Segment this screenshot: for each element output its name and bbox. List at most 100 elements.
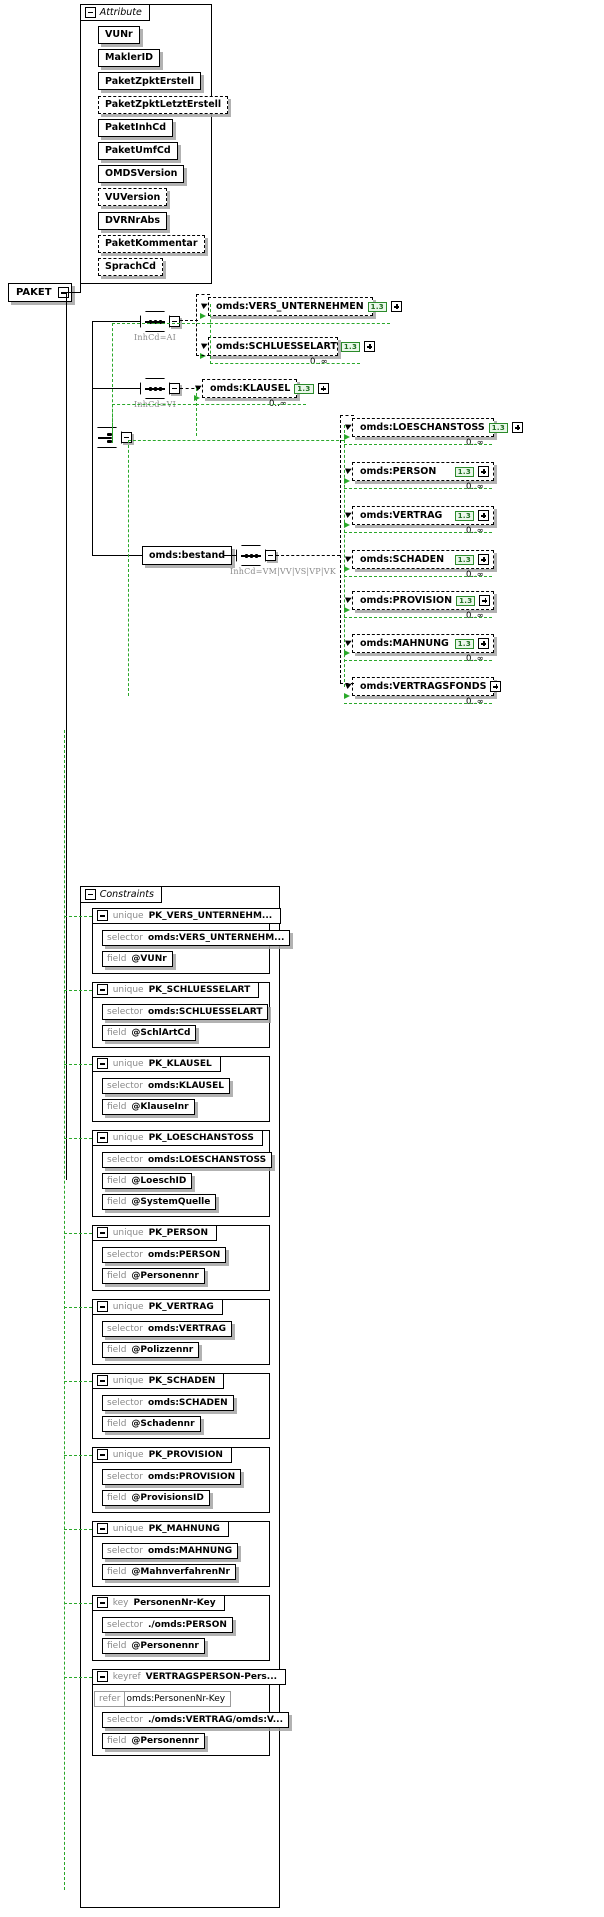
collapse-icon[interactable] — [121, 432, 132, 443]
field-value: @Personennr — [131, 1271, 199, 1281]
attribute-vunr[interactable]: VUNr — [98, 26, 140, 44]
attribute-omdsversion[interactable]: OMDSVersion — [98, 165, 185, 184]
attribute-vuversion[interactable]: VUVersion — [98, 188, 168, 207]
constraint-field-3-1[interactable]: field@SystemQuelle — [102, 1194, 217, 1210]
collapse-icon[interactable] — [96, 1301, 108, 1313]
constraint-selector-9[interactable]: selector./omds:PERSON — [102, 1617, 233, 1633]
constraint-field-3-0[interactable]: field@LoeschID — [102, 1173, 193, 1189]
constraint-connector-2 — [64, 1064, 92, 1065]
collapse-icon[interactable] — [96, 1375, 108, 1387]
attribute-sprachcd[interactable]: SprachCd — [98, 258, 163, 276]
collapse-icon[interactable] — [96, 1058, 108, 1070]
collapse-icon[interactable] — [96, 1132, 108, 1144]
expand-icon[interactable] — [478, 554, 489, 565]
collapse-icon[interactable] — [169, 383, 180, 394]
expand-icon[interactable] — [478, 466, 489, 477]
constraints-tab[interactable]: Constraints — [79, 885, 162, 903]
root-element-paket[interactable]: PAKET — [8, 283, 72, 302]
expand-icon[interactable] — [364, 341, 376, 352]
constraint-field-2-0[interactable]: field@KlauseInr — [102, 1099, 195, 1115]
collapse-icon[interactable] — [96, 984, 108, 996]
attribute-maklerid[interactable]: MaklerID — [98, 49, 160, 68]
collapse-icon[interactable] — [265, 550, 276, 561]
collapse-icon[interactable] — [96, 1227, 108, 1239]
expand-icon[interactable] — [390, 301, 402, 312]
collapse-icon[interactable] — [84, 888, 96, 900]
collapse-icon[interactable] — [96, 1523, 108, 1535]
constraint-field-9-0[interactable]: field@Personennr — [102, 1638, 205, 1654]
attribute-paketinhcd[interactable]: PaketInhCd — [98, 118, 173, 137]
connector-sequence-vi[interactable] — [140, 378, 180, 399]
attribute-paketzpktletzterstell[interactable]: PaketZpktLetztErstell — [98, 95, 229, 114]
expand-icon[interactable] — [512, 422, 523, 433]
constraint-field-4-0[interactable]: field@Personennr — [102, 1268, 205, 1284]
collapse-icon[interactable] — [84, 6, 96, 18]
selector-value: ./omds:PERSON — [147, 1620, 227, 1630]
element-omds-bestand[interactable]: omds:bestand — [142, 546, 233, 565]
element-omds-klausel-label: omds:KLAUSEL — [210, 383, 291, 394]
constraint-field-7-0[interactable]: field@ProvisionsID — [102, 1490, 210, 1506]
attribute-paketumfcd[interactable]: PaketUmfCd — [98, 142, 178, 160]
expand-icon[interactable] — [478, 638, 489, 649]
connector-sequence-bestand[interactable] — [236, 545, 276, 566]
constraint-field-10-0[interactable]: field@Personennr — [102, 1733, 205, 1749]
expand-icon[interactable] — [317, 383, 329, 394]
constraint-field-6-0[interactable]: field@Schadennr — [102, 1416, 201, 1432]
constraint-kind: keyref — [112, 1671, 141, 1682]
connector-sequence-ai[interactable] — [140, 311, 180, 332]
expand-icon[interactable] — [479, 595, 491, 606]
collapse-icon[interactable] — [96, 1449, 108, 1461]
bestand-green-h-4 — [344, 617, 492, 618]
element-omds-vertragsfonds[interactable]: omds:VERTRAGSFONDS — [344, 677, 502, 699]
attribute-paketzpkterstell[interactable]: PaketZpktErstell — [98, 72, 202, 91]
collapse-icon[interactable] — [96, 1597, 108, 1609]
collapse-icon[interactable] — [169, 316, 180, 327]
attribute-dvrnrabs[interactable]: DVRNrAbs — [98, 211, 167, 230]
choice-icon — [92, 427, 122, 448]
field-value: @SystemQuelle — [131, 1197, 211, 1207]
attribute-paketkommentar[interactable]: PaketKommentar — [98, 234, 205, 253]
collapse-icon[interactable] — [96, 1671, 108, 1683]
constraint-selector-10[interactable]: selector./omds:VERTRAG/omds:V... — [102, 1712, 289, 1728]
expand-icon[interactable] — [490, 681, 502, 692]
field-label: field — [107, 1419, 127, 1429]
attribute-group-tab[interactable]: Attribute — [79, 3, 150, 21]
constraint-field-0-0[interactable]: field@VUNr — [102, 951, 173, 967]
constraint-field-8-0[interactable]: field@MahnverfahrenNr — [102, 1564, 236, 1580]
constraint-field-5-0[interactable]: field@Polizzennr — [102, 1342, 200, 1358]
selector-label: selector — [107, 1007, 143, 1017]
expand-icon[interactable] — [478, 510, 489, 521]
field-value: @SchlArtCd — [131, 1028, 191, 1038]
collapse-icon[interactable] — [96, 910, 108, 922]
constraint-field-1-0[interactable]: field@SchlArtCd — [102, 1025, 197, 1041]
